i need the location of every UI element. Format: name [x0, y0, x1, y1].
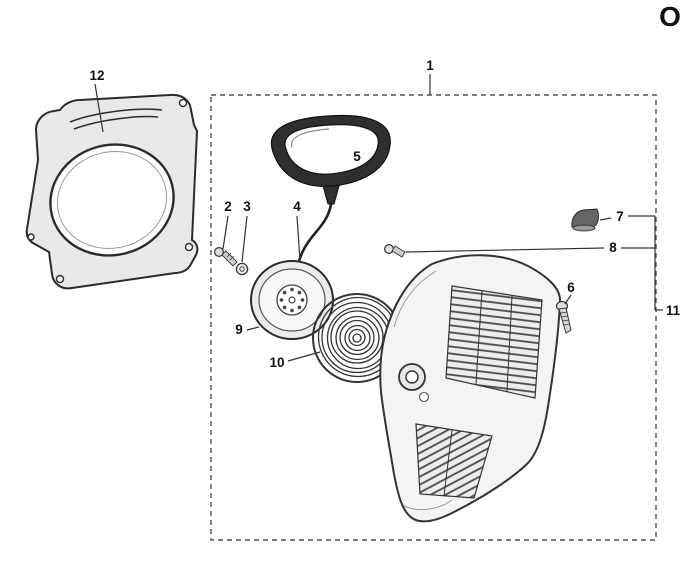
callout-5: 5: [353, 149, 361, 164]
callout-4: 4: [293, 199, 301, 214]
part-starter-pulley: [250, 260, 334, 340]
leader-lines: [94, 74, 663, 362]
part-screw-8: [384, 244, 406, 258]
callout-8: 8: [609, 240, 617, 255]
part-washer-3: [235, 262, 249, 276]
part-screw-2: [214, 247, 238, 267]
callout-3: 3: [243, 199, 251, 214]
callout-1: 1: [426, 58, 434, 73]
callout-9: 9: [235, 322, 243, 337]
callout-labels: 1 2 3 4 5 6 7 8 9 10 11 12: [89, 58, 680, 370]
part-cap-7: [571, 208, 599, 232]
section-letter: O: [659, 1, 681, 32]
callout-10: 10: [269, 355, 284, 370]
callout-7: 7: [616, 209, 624, 224]
callout-2: 2: [224, 199, 232, 214]
part-starter-handle: [270, 114, 391, 205]
assembly-boundary-box: [210, 94, 657, 541]
part-cover-plate: [25, 93, 199, 290]
callout-12: 12: [89, 68, 104, 83]
part-starter-rope: [295, 203, 333, 270]
callout-11: 11: [666, 303, 681, 318]
housing-bottom-vents: [415, 423, 493, 499]
callout-6: 6: [567, 280, 575, 295]
part-starter-housing: [379, 254, 562, 523]
housing-top-vents: [445, 285, 543, 399]
